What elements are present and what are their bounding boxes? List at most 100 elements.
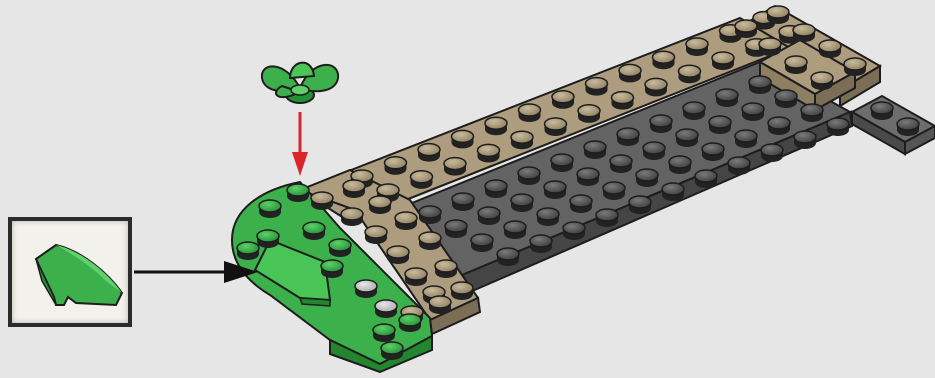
- tan-stud: [343, 180, 365, 198]
- tan-stud: [519, 104, 541, 122]
- gray-stud: [749, 76, 771, 94]
- tan-stud: [612, 92, 634, 110]
- gray-stud: [518, 167, 540, 185]
- tan-stud: [387, 246, 409, 264]
- tan-stud: [485, 117, 507, 135]
- tan-stud: [759, 38, 781, 56]
- tan-stud: [435, 260, 457, 278]
- green-stud: [259, 200, 281, 218]
- tan-stud: [365, 226, 387, 244]
- tan-stud: [793, 24, 815, 42]
- tan-stud: [735, 20, 757, 38]
- green-stud: [399, 314, 421, 332]
- tan-stud: [619, 64, 641, 82]
- tan-stud: [679, 65, 701, 83]
- tan-stud: [311, 192, 333, 210]
- gray-stud: [702, 143, 724, 161]
- tan-stud: [451, 282, 473, 300]
- tan-stud: [429, 296, 451, 314]
- gray-stud: [452, 193, 474, 211]
- tan-stud: [811, 72, 833, 90]
- gray-stud: [742, 103, 764, 121]
- gray-stud: [584, 141, 606, 159]
- tan-stud: [844, 58, 866, 76]
- gray-stud: [662, 183, 684, 201]
- green-stud: [329, 239, 351, 257]
- tan-stud: [452, 130, 474, 148]
- gray-stud: [497, 248, 519, 266]
- green-stud: [373, 324, 395, 342]
- gray-stud: [897, 118, 919, 136]
- tan-stud: [341, 208, 363, 226]
- gray-stud: [544, 181, 566, 199]
- gray-stud: [445, 220, 467, 238]
- gray-stud: [511, 194, 533, 212]
- gray-stud: [683, 102, 705, 120]
- light-gray-tile: [355, 280, 377, 298]
- tan-stud: [385, 157, 407, 175]
- gray-stud: [478, 207, 500, 225]
- gray-stud: [577, 168, 599, 186]
- tan-stud: [712, 52, 734, 70]
- green-stud: [303, 222, 325, 240]
- gray-stud: [728, 157, 750, 175]
- gray-stud: [650, 115, 672, 133]
- tan-stud: [785, 56, 807, 74]
- gray-stud: [775, 90, 797, 108]
- gray-stud: [794, 131, 816, 149]
- gray-stud: [709, 116, 731, 134]
- gray-stud: [636, 169, 658, 187]
- tan-stud: [645, 78, 667, 96]
- gray-stud: [471, 234, 493, 252]
- gray-stud: [768, 117, 790, 135]
- gray-stud: [596, 209, 618, 227]
- tan-stud: [478, 144, 500, 162]
- tan-stud: [653, 51, 675, 69]
- gray-stud: [871, 102, 893, 120]
- tan-stud: [545, 118, 567, 136]
- light-gray-tile: [375, 300, 397, 318]
- green-stud: [287, 184, 309, 202]
- dark-gray-tail-plate: [852, 96, 935, 154]
- gray-stud: [530, 235, 552, 253]
- gray-stud: [735, 130, 757, 148]
- gray-stud: [570, 195, 592, 213]
- green-stud: [257, 230, 279, 248]
- green-stud: [321, 260, 343, 278]
- tan-stud: [578, 105, 600, 123]
- gray-stud: [551, 154, 573, 172]
- gray-stud: [419, 206, 441, 224]
- green-wedge-plate-icon: [12, 221, 128, 323]
- green-stud: [237, 242, 259, 260]
- gray-stud: [563, 222, 585, 240]
- gray-stud: [504, 221, 526, 239]
- gray-stud: [643, 142, 665, 160]
- tan-stud: [395, 212, 417, 230]
- gray-stud: [537, 208, 559, 226]
- gray-stud: [485, 180, 507, 198]
- tan-stud: [405, 268, 427, 286]
- gray-stud: [669, 156, 691, 174]
- gray-stud: [827, 118, 849, 136]
- tan-stud: [686, 38, 708, 56]
- tan-stud: [819, 40, 841, 58]
- tan-stud: [767, 6, 789, 24]
- red-placement-arrow: [292, 112, 308, 176]
- green-flower-plate-icon: [262, 63, 338, 103]
- gray-stud: [610, 155, 632, 173]
- gray-stud: [761, 144, 783, 162]
- tan-stud: [419, 232, 441, 250]
- green-stud: [381, 342, 403, 360]
- gray-stud: [801, 104, 823, 122]
- tan-stud: [411, 171, 433, 189]
- gray-stud: [676, 129, 698, 147]
- tan-stud: [511, 131, 533, 149]
- gray-stud: [603, 182, 625, 200]
- tan-stud: [418, 144, 440, 162]
- gray-stud: [695, 170, 717, 188]
- gray-stud: [629, 196, 651, 214]
- tan-stud: [552, 91, 574, 109]
- gray-stud: [716, 89, 738, 107]
